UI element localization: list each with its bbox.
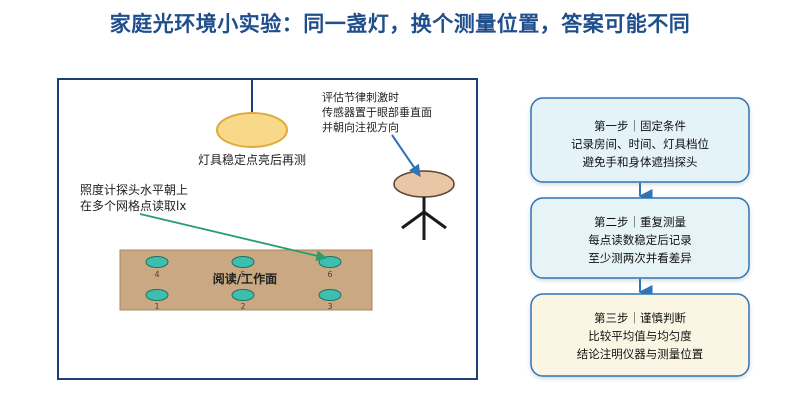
table-label: 阅读/工作面 (213, 271, 277, 286)
step-3-line-2: 结论注明仪器与测量位置 (577, 347, 704, 361)
grid-point-4 (145, 256, 169, 268)
step-2-line-1: 每点读数稳定后记录 (588, 233, 692, 247)
step-2-box (530, 197, 750, 279)
grid-point-label-6: 6 (327, 270, 332, 279)
meter-note-line-1: 照度计探头水平朝上 (80, 182, 188, 197)
lamp-shade (216, 112, 288, 148)
grid-point-label-1: 1 (154, 302, 159, 311)
eye-sensor-leg-right (423, 210, 447, 230)
step-1-box (530, 97, 750, 183)
meter-note-line-2: 在多个网格点读取lx (80, 198, 186, 213)
step-2-heading: 第二步｜重复测量 (594, 215, 686, 229)
eye-note-line-1: 评估节律刺激时 (322, 90, 399, 104)
step-3-heading: 第三步｜谨慎判断 (594, 311, 686, 325)
grid-point-label-5: 5 (240, 270, 245, 279)
page-title: 家庭光环境小实验：同一盏灯，换个测量位置，答案可能不同 (109, 12, 691, 36)
meter-note-arrow (139, 213, 328, 262)
step-3-line-1: 比较平均值与均匀度 (588, 329, 692, 343)
grid-point-label-2: 2 (240, 302, 245, 311)
eye-note-line-3: 并朝向注视方向 (322, 120, 399, 134)
grid-point-label-4: 4 (154, 270, 159, 279)
step-1-heading: 第一步｜固定条件 (594, 119, 686, 133)
step-1-line-2: 避免手和身体遮挡探头 (583, 155, 698, 169)
grid-point-6 (318, 256, 342, 268)
eye-sensor-leg-left (401, 210, 425, 230)
eye-note-arrow (391, 134, 421, 177)
step-1-line-1: 记录房间、时间、灯具档位 (571, 137, 709, 151)
grid-point-3 (318, 289, 342, 301)
grid-point-5 (231, 256, 255, 268)
step-3-box (530, 293, 750, 377)
eye-sensor-disc (393, 170, 455, 198)
step-2-line-2: 至少测两次并看差异 (588, 251, 692, 265)
grid-point-2 (231, 289, 255, 301)
eye-note-line-2: 传感器置于眼部垂直面 (322, 105, 432, 119)
grid-point-label-3: 3 (327, 302, 332, 311)
grid-point-1 (145, 289, 169, 301)
lamp-label: 灯具稳定点亮后再测 (198, 152, 306, 167)
